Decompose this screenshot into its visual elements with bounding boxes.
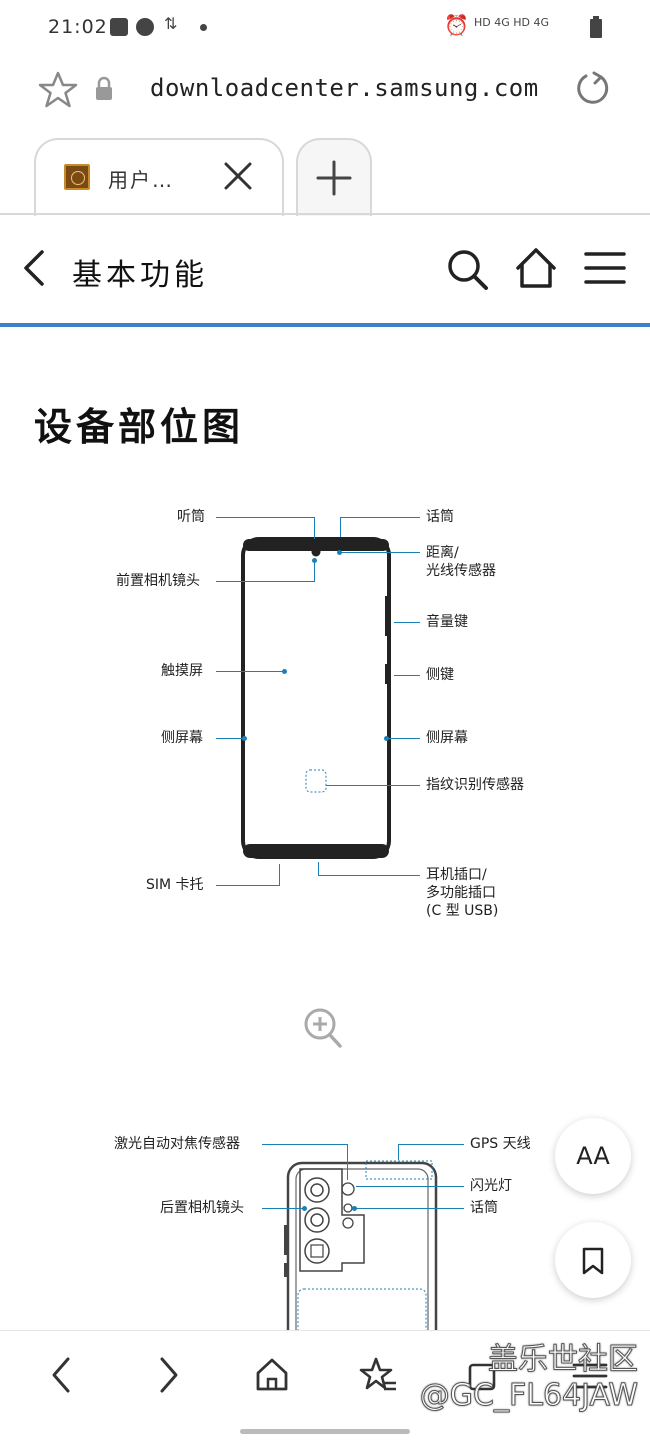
label-earpiece: 听筒 [177, 509, 205, 525]
phone-front-illustration [241, 537, 391, 859]
label-proximity-line2: 光线传感器 [426, 563, 496, 579]
app-notification-icon [136, 18, 154, 36]
back-icon[interactable] [46, 1355, 76, 1395]
tab-divider [0, 213, 650, 215]
tab-strip: 用户… [0, 128, 650, 216]
menu-icon[interactable] [584, 250, 626, 286]
tabs-icon[interactable] [462, 1355, 502, 1395]
bookmark-button[interactable] [555, 1222, 631, 1298]
back-device-diagram: 激光自动对焦传感器 后置相机镜头 GPS 天线 闪光灯 话筒 [0, 1125, 650, 1330]
label-touchscreen: 触摸屏 [161, 663, 203, 679]
label-side-key: 侧键 [426, 667, 454, 683]
home-nav-icon[interactable] [254, 1355, 290, 1395]
tab-title: 用户… [108, 168, 174, 192]
label-jack-line3: (C 型 USB) [426, 903, 499, 919]
lock-icon [96, 76, 112, 100]
label-laser-af: 激光自动对焦传感器 [114, 1136, 240, 1152]
label-volume-key: 音量键 [426, 614, 468, 630]
label-sim-tray: SIM 卡托 [146, 877, 204, 893]
page-header: 基本功能 [0, 216, 650, 326]
watermark-line1: 盖乐世社区 [487, 1342, 638, 1378]
label-gps: GPS 天线 [470, 1136, 531, 1152]
phone-back-illustration [284, 1160, 438, 1330]
new-tab-button[interactable] [296, 138, 372, 216]
label-front-camera: 前置相机镜头 [116, 573, 200, 589]
tab-active[interactable]: 用户… [34, 138, 284, 216]
manual-favicon-icon [64, 164, 90, 190]
bookmarks-star-icon[interactable] [358, 1355, 398, 1395]
header-accent-line [0, 323, 650, 327]
bookmark-icon [582, 1247, 604, 1275]
search-icon[interactable] [446, 248, 490, 292]
label-proximity: 距离/ [426, 545, 459, 561]
label-flash: 闪光灯 [470, 1178, 512, 1194]
data-transfer-icon: ⇅ [164, 14, 178, 33]
front-device-diagram: 听筒 前置相机镜头 触摸屏 侧屏幕 SIM 卡托 话筒 距离/ 光线传感器 音量… [0, 500, 650, 930]
watermark: 盖乐世社区 @GC_FL64JAW [419, 1342, 638, 1414]
label-jack-line2: 多功能插口 [426, 885, 496, 901]
page-header-title: 基本功能 [72, 258, 208, 293]
font-size-label: AA [576, 1142, 610, 1170]
zoom-in-icon[interactable] [302, 1006, 344, 1050]
label-mic: 话筒 [426, 509, 454, 525]
watermark-line2: @GC_FL64JAW [419, 1378, 638, 1414]
gesture-handle[interactable] [240, 1429, 410, 1434]
reload-icon[interactable] [574, 70, 612, 108]
page-title: 设备部位图 [34, 405, 245, 449]
home-icon[interactable] [514, 246, 558, 290]
bottom-toolbar [0, 1330, 650, 1445]
alarm-icon: ⏰ [444, 13, 469, 37]
plus-icon [316, 160, 352, 196]
gallery-notification-icon [110, 18, 128, 36]
more-menu-icon[interactable] [570, 1361, 610, 1391]
status-bar: 21:02 ⇅ ⏰ HD 4G HD 4G [0, 0, 650, 56]
forward-icon[interactable] [154, 1355, 184, 1395]
url-text[interactable]: downloadcenter.samsung.com [150, 74, 539, 102]
favorite-star-icon[interactable] [38, 70, 78, 110]
label-rear-camera: 后置相机镜头 [160, 1200, 244, 1216]
label-fingerprint: 指纹识别传感器 [426, 777, 524, 793]
label-edge-screen-right: 侧屏幕 [426, 730, 468, 746]
label-edge-screen-left: 侧屏幕 [161, 730, 203, 746]
battery-icon [590, 16, 602, 38]
close-tab-icon[interactable] [222, 160, 254, 192]
label-jack: 耳机插口/ [426, 867, 487, 883]
font-size-button[interactable]: AA [555, 1118, 631, 1194]
network-indicator: HD 4G HD 4G [474, 16, 550, 29]
label-back-mic: 话筒 [470, 1200, 498, 1216]
status-time: 21:02 [48, 16, 108, 38]
back-chevron-icon[interactable] [20, 248, 50, 288]
more-notifications-icon [200, 24, 207, 31]
address-bar: downloadcenter.samsung.com [0, 56, 650, 128]
